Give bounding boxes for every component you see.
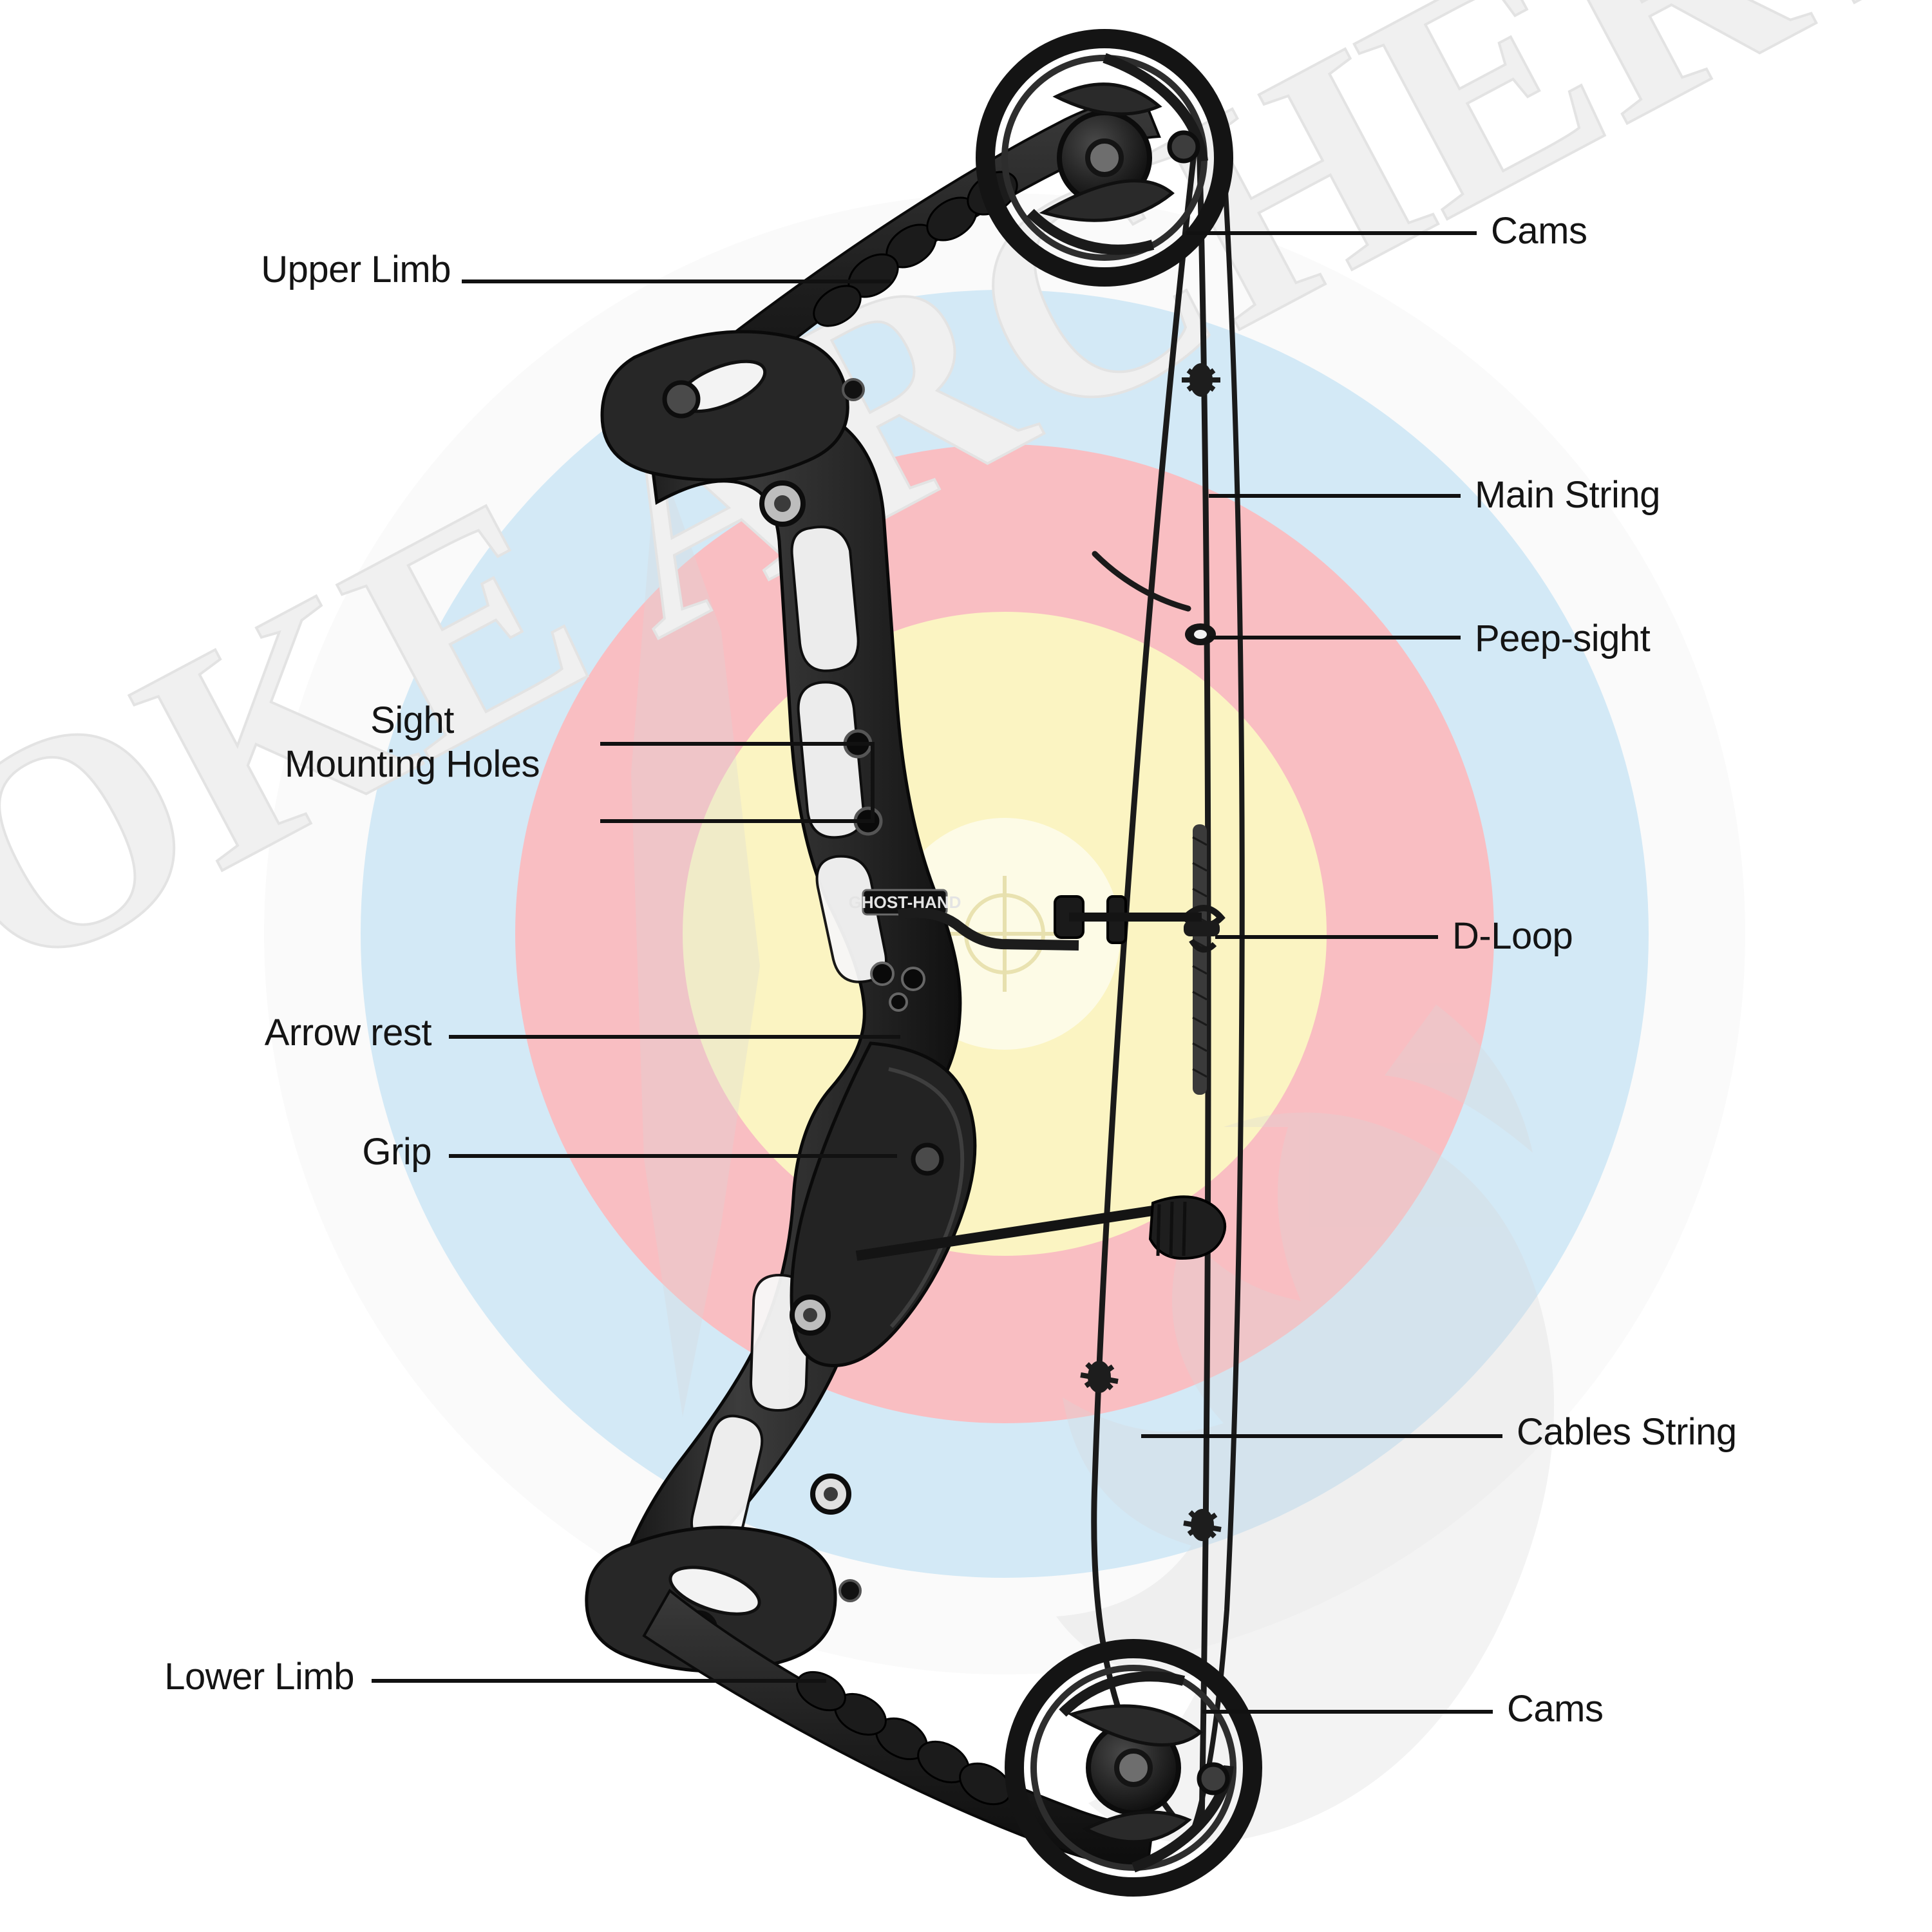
callout-label-cams-lower: Cams (1507, 1688, 1604, 1730)
upper-limb-dampeners (813, 171, 1018, 327)
callout-label-upper-limb: Upper Limb (261, 249, 451, 290)
riser-cutouts (690, 526, 887, 1548)
callout-label-grip: Grip (362, 1131, 431, 1173)
riser-bolt-upper-center (774, 495, 791, 512)
cable-string-right (1192, 155, 1245, 1828)
grip-bolt (911, 1142, 944, 1176)
cable-string-left (1091, 145, 1198, 1826)
center-serving (1193, 824, 1207, 1095)
lower-cam (1005, 1639, 1262, 1897)
lower-cam-modules (1067, 1704, 1203, 1844)
upper-cam-axle (1167, 130, 1200, 164)
string-hardware (1080, 363, 1226, 1541)
limb-bolt-upper (662, 380, 701, 419)
d-loop-node (1180, 905, 1226, 953)
callout-label-d-loop: D-Loop (1452, 915, 1573, 957)
cable-loop (1092, 551, 1191, 612)
upper-limb-pocket (600, 330, 865, 482)
callout-label-peep-sight: Peep-sight (1475, 618, 1651, 659)
callout-label-arrow-rest: Arrow rest (264, 1012, 432, 1054)
upper-limb (632, 95, 1161, 453)
callout-label-lower-limb: Lower Limb (164, 1656, 354, 1698)
peep-sight-node (1185, 623, 1216, 645)
callout-label-cams-upper: Cams (1491, 210, 1587, 252)
upper-cam-modules (1039, 82, 1175, 222)
callout-label-sight-mounting-holes: Sight Mounting Holes (285, 699, 540, 786)
string-servings (1192, 824, 1208, 1095)
callout-label-cables-string: Cables String (1517, 1411, 1737, 1453)
callout-label-main-string: Main String (1475, 474, 1660, 516)
stabilizer (855, 1195, 1227, 1261)
cable-silencer-lower-1 (1080, 1361, 1119, 1393)
rest-mount-holes (870, 961, 925, 1012)
string-silencer-upper (1182, 363, 1220, 397)
leader-sight-mounting-holes (600, 742, 875, 823)
upper-cam (976, 29, 1233, 287)
lower-cam-axle (1197, 1762, 1230, 1795)
riser: GHOST-HAND (585, 330, 977, 1673)
cable-silencer-lower-2 (1183, 1509, 1222, 1541)
grip (790, 1041, 977, 1367)
arrow-rest-assembly (897, 895, 1202, 951)
